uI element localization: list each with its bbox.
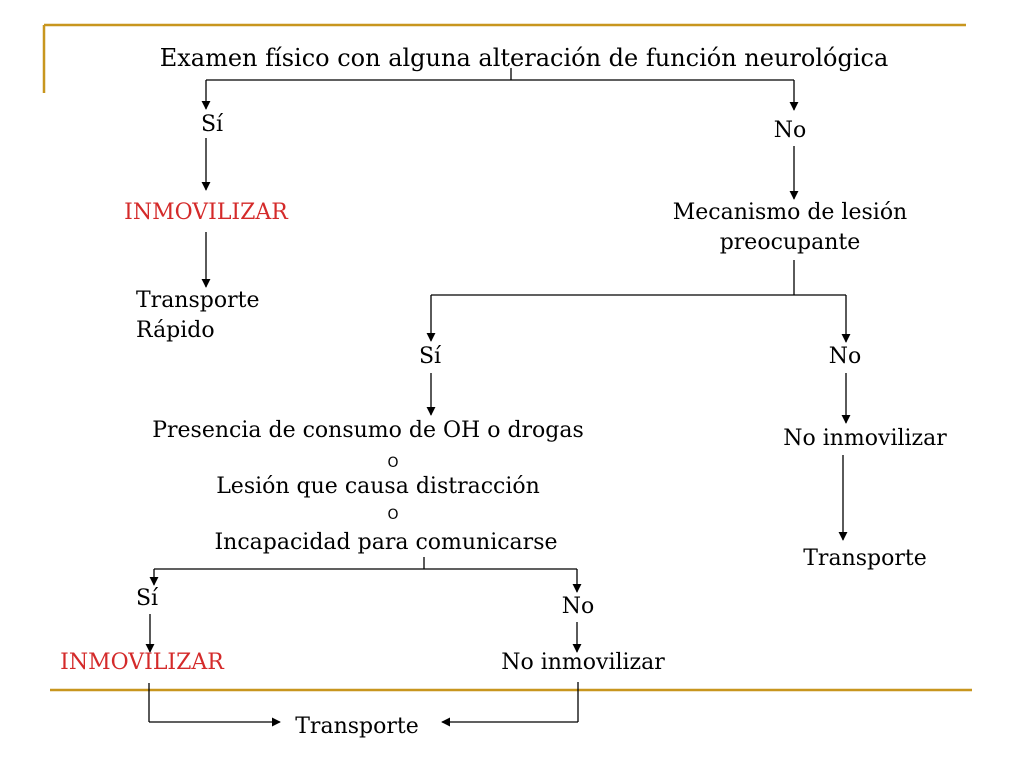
branch1-transport-line1: Transporte [136,288,260,313]
branch1-no-label: No [773,118,807,143]
diagram-title: Examen físico con alguna alteración de f… [159,44,889,72]
mechanism-question-line2: preocupante [719,230,861,255]
final-transport-label: Transporte [295,714,419,739]
condition-drugs: Presencia de consumo de OH o drogas [152,418,584,443]
branch2-transport-label: Transporte [803,546,927,571]
mechanism-question-line1: Mecanismo de lesión [672,200,908,225]
branch2-no-label: No [828,344,862,369]
condition-communication: Incapacidad para comunicarse [214,530,558,555]
branch3-immobilize-label: INMOVILIZAR [60,650,224,675]
branch3-yes-label: Sí [135,586,159,611]
branch3-no-label: No [561,594,595,619]
condition-or-2: O [387,507,399,523]
branch1-immobilize-label: INMOVILIZAR [124,200,288,225]
branch1-transport-line2: Rápido [136,318,215,343]
condition-or-1: O [387,455,399,471]
branch3-no-immobilize-label: No inmovilizar [501,650,665,675]
branch1-yes-label: Sí [200,112,224,137]
branch2-no-immobilize-label: No inmovilizar [783,426,947,451]
condition-distraction: Lesión que causa distracción [216,474,540,499]
branch2-yes-label: Sí [418,344,442,369]
